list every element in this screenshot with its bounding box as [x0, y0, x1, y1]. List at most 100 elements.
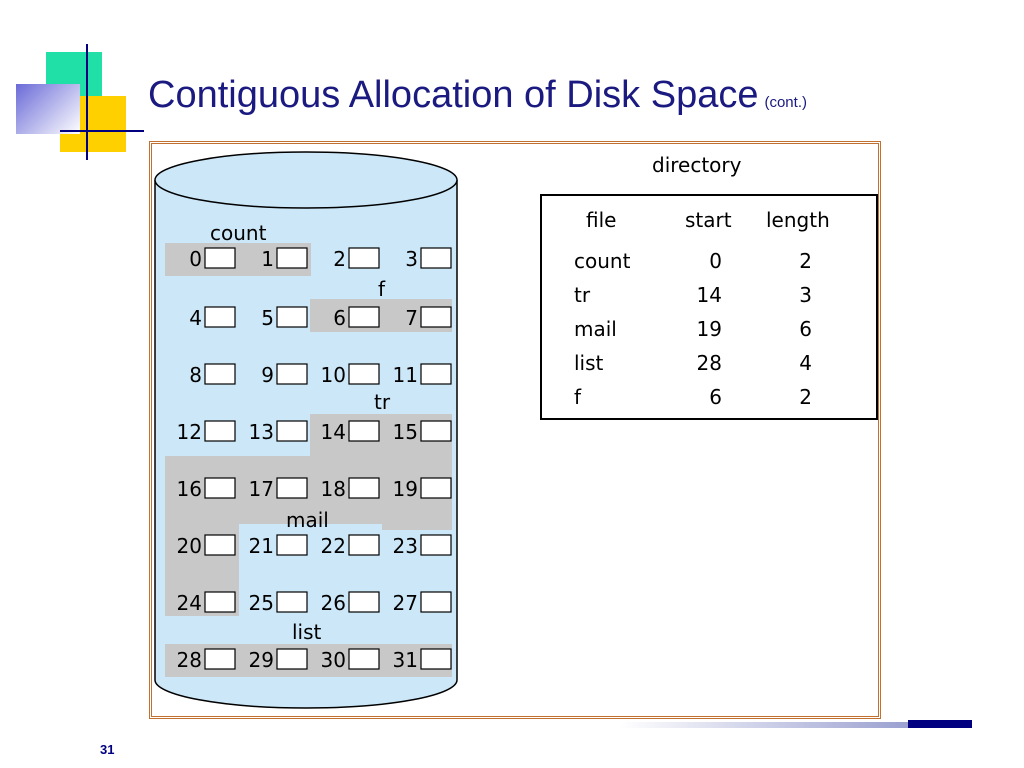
block-number-22: 22 — [321, 534, 346, 558]
block-box-23 — [420, 534, 452, 556]
directory-cell-length: 2 — [799, 249, 812, 273]
block-number-5: 5 — [261, 306, 274, 330]
block-box-6 — [348, 306, 380, 328]
deco-blue-square — [16, 84, 80, 134]
block-box-24 — [204, 591, 236, 613]
directory-header-file: file — [586, 208, 616, 232]
block-number-14: 14 — [321, 420, 346, 444]
block-box-2 — [348, 247, 380, 269]
directory-cell-file: count — [574, 249, 631, 273]
block-number-29: 29 — [249, 648, 274, 672]
block-number-13: 13 — [249, 420, 274, 444]
block-box-5 — [276, 306, 308, 328]
block-number-6: 6 — [333, 306, 346, 330]
block-number-9: 9 — [261, 363, 274, 387]
block-box-8 — [204, 363, 236, 385]
directory-cell-start: 14 — [697, 283, 722, 307]
block-box-27 — [420, 591, 452, 613]
block-number-11: 11 — [393, 363, 418, 387]
block-number-30: 30 — [321, 648, 346, 672]
block-box-3 — [420, 247, 452, 269]
block-box-11 — [420, 363, 452, 385]
directory-cell-length: 6 — [799, 317, 812, 341]
block-number-24: 24 — [177, 591, 202, 615]
block-box-4 — [204, 306, 236, 328]
block-box-15 — [420, 420, 452, 442]
slide-title-suffix: (cont.) — [764, 94, 807, 111]
block-box-16 — [204, 477, 236, 499]
slide-title: Contiguous Allocation of Disk Space (cont… — [148, 74, 807, 117]
block-box-7 — [420, 306, 452, 328]
block-box-1 — [276, 247, 308, 269]
block-number-17: 17 — [249, 477, 274, 501]
deco-vertical-line — [86, 44, 88, 160]
directory-header-length: length — [766, 208, 830, 232]
directory-cell-file: list — [574, 351, 604, 375]
block-number-26: 26 — [321, 591, 346, 615]
block-box-9 — [276, 363, 308, 385]
directory-table-box — [540, 194, 878, 420]
block-number-10: 10 — [321, 363, 346, 387]
footer-bar-solid — [908, 720, 972, 728]
block-number-20: 20 — [177, 534, 202, 558]
disk-label-tr: tr — [374, 390, 391, 414]
directory-cell-length: 4 — [799, 351, 812, 375]
block-number-18: 18 — [321, 477, 346, 501]
directory-cell-start: 19 — [697, 317, 722, 341]
directory-cell-file: tr — [574, 283, 591, 307]
block-box-0 — [204, 247, 236, 269]
page-number: 31 — [100, 742, 115, 757]
block-box-19 — [420, 477, 452, 499]
block-box-25 — [276, 591, 308, 613]
directory-cell-start: 0 — [709, 249, 722, 273]
directory-title: directory — [652, 153, 742, 177]
block-number-23: 23 — [393, 534, 418, 558]
block-box-20 — [204, 534, 236, 556]
directory-cell-length: 3 — [799, 283, 812, 307]
block-number-1: 1 — [261, 247, 274, 271]
block-number-16: 16 — [177, 477, 202, 501]
block-box-29 — [276, 648, 308, 670]
directory-cell-file: f — [574, 385, 582, 409]
footer-bar-gradient — [620, 722, 910, 728]
block-box-18 — [348, 477, 380, 499]
block-box-12 — [204, 420, 236, 442]
block-number-2: 2 — [333, 247, 346, 271]
block-number-19: 19 — [393, 477, 418, 501]
disk-cylinder-top — [154, 151, 458, 209]
directory-cell-start: 28 — [697, 351, 722, 375]
disk-label-list: list — [292, 620, 322, 644]
disk-label-f: f — [378, 277, 386, 301]
block-number-25: 25 — [249, 591, 274, 615]
block-number-3: 3 — [405, 247, 418, 271]
block-number-27: 27 — [393, 591, 418, 615]
block-box-14 — [348, 420, 380, 442]
block-number-15: 15 — [393, 420, 418, 444]
disk-label-mail: mail — [286, 508, 329, 532]
block-number-7: 7 — [405, 306, 418, 330]
disk-label-count: count — [210, 221, 267, 245]
block-box-10 — [348, 363, 380, 385]
block-number-8: 8 — [189, 363, 202, 387]
block-box-21 — [276, 534, 308, 556]
block-box-22 — [348, 534, 380, 556]
block-box-26 — [348, 591, 380, 613]
block-number-0: 0 — [189, 247, 202, 271]
block-box-13 — [276, 420, 308, 442]
block-number-4: 4 — [189, 306, 202, 330]
directory-header-start: start — [685, 208, 732, 232]
block-box-31 — [420, 648, 452, 670]
block-number-21: 21 — [249, 534, 274, 558]
block-number-12: 12 — [177, 420, 202, 444]
block-box-17 — [276, 477, 308, 499]
directory-cell-start: 6 — [709, 385, 722, 409]
directory-rows: count 0 2 tr 14 3 mail 19 6 list 28 4 f 6 2 — [574, 249, 812, 409]
directory-cell-file: mail — [574, 317, 617, 341]
directory-cell-length: 2 — [799, 385, 812, 409]
block-number-28: 28 — [177, 648, 202, 672]
block-box-28 — [204, 648, 236, 670]
slide-title-text: Contiguous Allocation of Disk Space — [148, 74, 759, 116]
